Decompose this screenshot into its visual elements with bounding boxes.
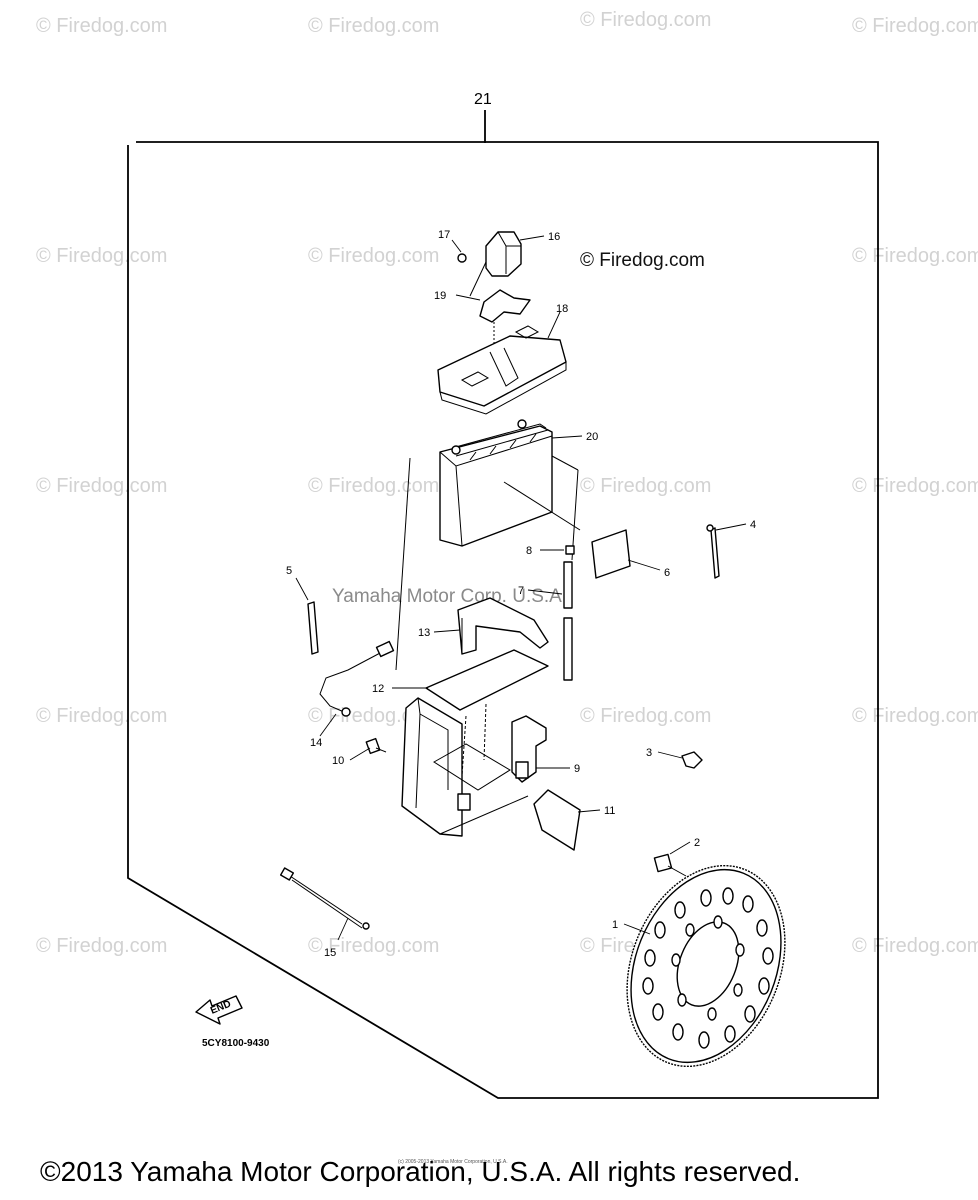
callout-1: 1 — [612, 919, 618, 931]
battery-box[interactable] — [401, 697, 529, 837]
callout-2: 2 — [694, 837, 700, 849]
callout-15: 15 — [324, 947, 336, 959]
part-1-rotor[interactable]: 1 — [598, 842, 813, 1090]
callout-6: 6 — [664, 567, 670, 579]
callout-9: 9 — [574, 763, 580, 775]
part-15-cable[interactable]: 15 — [279, 867, 370, 959]
watermark: © Firedog.com — [308, 15, 439, 37]
callout-18: 18 — [556, 303, 568, 315]
part-11-plate[interactable]: 11 — [533, 789, 615, 851]
callout-11: 11 — [604, 805, 615, 817]
callout-16: 16 — [548, 231, 560, 243]
watermark: © Firedog.com — [580, 9, 711, 31]
watermark: © Firedog.com — [308, 475, 439, 497]
diagram-code: 5CY8100-9430 — [202, 1038, 270, 1049]
watermark-layer: © Firedog.com © Firedog.com © Firedog.co… — [36, 9, 978, 957]
part-18-battery-cover[interactable]: 18 — [437, 303, 568, 415]
callout-19: 19 — [434, 290, 446, 302]
callout-8: 8 — [526, 545, 532, 557]
watermark: © Firedog.com — [308, 245, 439, 267]
part-7-rod[interactable]: 7 — [518, 561, 573, 681]
callout-5: 5 — [286, 565, 292, 577]
watermark: © Firedog.com — [36, 245, 167, 267]
watermark: © Firedog.com — [580, 705, 711, 727]
part-10-bolt[interactable]: 10 — [332, 737, 387, 767]
callout-12: 12 — [372, 683, 384, 695]
callout-20: 20 — [586, 431, 598, 443]
copyright-footer: ©2013 Yamaha Motor Corporation, U.S.A. A… — [40, 1156, 801, 1187]
part-5-pin[interactable]: 5 — [286, 565, 319, 655]
part-16-sensor[interactable]: 16 — [469, 231, 560, 297]
part-6-pad[interactable]: 6 — [591, 529, 670, 579]
watermark: © Firedog.com — [852, 245, 978, 267]
center-watermark: Yamaha Motor Corp. U.S.A. — [332, 586, 567, 607]
watermark: © Firedog.com — [580, 475, 711, 497]
part-3-clip[interactable]: 3 — [646, 747, 703, 769]
part-20-battery[interactable]: 20 — [395, 419, 598, 671]
watermark: © Firedog.com — [36, 475, 167, 497]
watermark: © Firedog.com — [36, 15, 167, 37]
part-8-nut[interactable]: 8 — [526, 545, 575, 557]
callout-4: 4 — [750, 519, 756, 531]
callout-3: 3 — [646, 747, 652, 759]
callout-17: 17 — [438, 229, 450, 241]
watermark: © Firedog.com — [852, 705, 978, 727]
part-19-clip[interactable]: 19 — [434, 289, 531, 350]
watermark: © Firedog.com — [36, 935, 167, 957]
callout-14: 14 — [310, 737, 322, 749]
assembly-frame: 21 — [127, 91, 879, 1099]
small-copyright-note: (c) 2005-2013 Yamaha Motor Corporation, … — [398, 1159, 508, 1165]
callout-21: 21 — [474, 91, 492, 108]
callout-7: 7 — [518, 585, 524, 597]
watermark: © Firedog.com — [852, 935, 978, 957]
part-4-pin[interactable]: 4 — [706, 519, 756, 579]
watermark: © Firedog.com — [308, 935, 439, 957]
part-2-bolt[interactable]: 2 — [653, 837, 700, 877]
part-9-bracket[interactable]: 9 — [457, 715, 580, 811]
watermark-dark: © Firedog.com — [580, 250, 705, 271]
part-14-wire[interactable]: 14 — [310, 640, 395, 749]
watermark: © Firedog.com — [852, 475, 978, 497]
end-arrow-icon: END — [195, 995, 243, 1025]
callout-13: 13 — [418, 627, 430, 639]
part-17-bolt[interactable]: 17 — [438, 229, 467, 263]
part-13-bracket[interactable]: 13 — [418, 597, 549, 655]
rotor-holes — [642, 887, 774, 1049]
callout-10: 10 — [332, 755, 344, 767]
watermark: © Firedog.com — [36, 705, 167, 727]
watermark: © Firedog.com — [852, 15, 978, 37]
